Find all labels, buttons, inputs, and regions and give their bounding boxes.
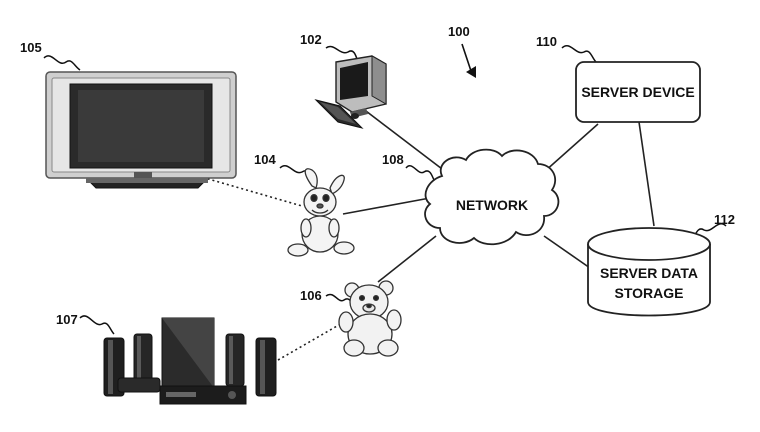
link-theater-teddy xyxy=(277,321,345,361)
link-tv-bunny xyxy=(197,175,303,207)
ref-105: 105 xyxy=(20,40,42,55)
home-theater-icon xyxy=(103,317,277,405)
connection-lines xyxy=(342,107,655,283)
link-bunny-network xyxy=(342,197,431,215)
leader-105 xyxy=(43,55,81,71)
ref-100: 100 xyxy=(448,24,470,39)
server-storage-label-line2: STORAGE xyxy=(615,285,684,301)
arrow-100-head xyxy=(466,66,476,78)
television-icon xyxy=(45,71,237,189)
ref-112: 112 xyxy=(714,212,735,227)
link-server-storage xyxy=(638,121,655,227)
leader-107 xyxy=(79,315,115,335)
figure-arrow xyxy=(461,43,476,78)
leader-110 xyxy=(561,45,597,63)
leader-102 xyxy=(325,45,359,63)
link-network-server xyxy=(543,123,599,173)
server-device-label: SERVER DEVICE xyxy=(581,84,694,100)
link-network-storage xyxy=(543,235,591,269)
ref-106: 106 xyxy=(300,288,322,303)
arrow-100 xyxy=(461,43,473,75)
link-computer-network xyxy=(361,107,447,173)
ref-108: 108 xyxy=(382,152,404,167)
ref-107: 107 xyxy=(56,312,78,327)
link-teddy-network xyxy=(377,235,437,283)
leader-108 xyxy=(405,165,435,181)
bunny-toy-icon xyxy=(287,168,355,257)
dotted-links xyxy=(197,175,345,361)
network-cloud: NETWORK xyxy=(424,148,560,246)
ref-110: 110 xyxy=(536,34,557,49)
reference-numerals: 100 105 102 104 108 110 112 106 107 xyxy=(20,24,735,327)
computer-icon xyxy=(314,55,387,129)
server-storage-label-line1: SERVER DATA xyxy=(600,265,698,281)
server-device-box: SERVER DEVICE xyxy=(575,61,701,123)
ref-104: 104 xyxy=(254,152,276,167)
network-cloud-shape xyxy=(424,148,560,246)
server-data-storage-cylinder: SERVER DATA STORAGE xyxy=(587,227,711,317)
teddy-bear-icon xyxy=(338,280,402,357)
network-label: NETWORK xyxy=(456,197,528,213)
ref-102: 102 xyxy=(300,32,322,47)
